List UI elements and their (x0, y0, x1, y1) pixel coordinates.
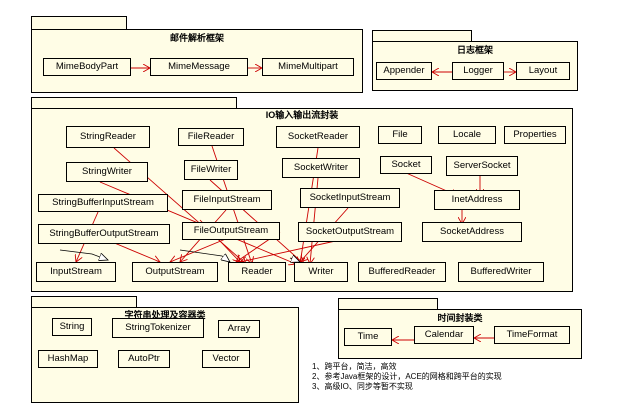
class-file-reader[interactable]: FileReader (178, 128, 244, 146)
class-time-format[interactable]: TimeFormat (494, 326, 570, 344)
class-string[interactable]: String (52, 318, 92, 336)
class-string-tokenizer[interactable]: StringTokenizer (112, 318, 204, 338)
class-appender[interactable]: Appender (376, 62, 432, 80)
class-layout[interactable]: Layout (516, 62, 570, 80)
class-file[interactable]: File (378, 126, 422, 144)
class-vector[interactable]: Vector (202, 350, 250, 368)
class-writer[interactable]: Writer (294, 262, 348, 282)
class-calendar[interactable]: Calendar (414, 326, 474, 344)
class-socket-reader[interactable]: SocketReader (276, 126, 360, 148)
package-title-mail: 邮件解析框架 (169, 33, 224, 43)
class-array[interactable]: Array (218, 320, 260, 338)
class-mime-body-part[interactable]: MimeBodyPart (43, 58, 131, 76)
package-title-string: 字符串处理及容器类 (124, 310, 206, 320)
class-socket-writer[interactable]: SocketWriter (282, 158, 360, 178)
package-title-log: 日志框架 (456, 45, 493, 55)
class-auto-ptr[interactable]: AutoPtr (118, 350, 170, 368)
class-properties[interactable]: Properties (504, 126, 566, 144)
class-string-buffer-output-stream[interactable]: StringBufferOutputStream (38, 224, 170, 244)
class-file-writer[interactable]: FileWriter (184, 160, 238, 180)
note-line: 3、高级IO、同步等暂不实现 (312, 382, 413, 391)
class-string-writer[interactable]: StringWriter (66, 162, 148, 182)
class-server-socket[interactable]: ServerSocket (446, 156, 518, 176)
class-mime-message[interactable]: MimeMessage (150, 58, 248, 76)
class-string-reader[interactable]: StringReader (66, 126, 150, 148)
class-hash-map[interactable]: HashMap (38, 350, 98, 368)
design-notes: 1、跨平台，简洁，高效 2、参考Java框架的设计，ACE的网格和跨平台的实现 … (312, 362, 632, 392)
class-output-stream[interactable]: OutputStream (132, 262, 218, 282)
class-socket[interactable]: Socket (380, 156, 432, 174)
class-socket-output-stream[interactable]: SocketOutputStream (298, 222, 402, 242)
class-inet-address[interactable]: InetAddress (434, 190, 520, 210)
class-file-input-stream[interactable]: FileInputStream (182, 190, 272, 210)
class-mime-multipart[interactable]: MimeMultipart (262, 58, 354, 76)
class-reader[interactable]: Reader (228, 262, 286, 282)
package-title-io: IO输入输出流封装 (265, 110, 339, 120)
class-file-output-stream[interactable]: FileOutputStream (182, 222, 280, 240)
class-locale[interactable]: Locale (438, 126, 496, 144)
class-socket-address[interactable]: SocketAddress (422, 222, 522, 242)
class-buffered-writer[interactable]: BufferedWriter (458, 262, 544, 282)
note-line: 2、参考Java框架的设计，ACE的网格和跨平台的实现 (312, 372, 502, 381)
class-socket-input-stream[interactable]: SocketInputStream (300, 188, 400, 208)
class-buffered-reader[interactable]: BufferedReader (358, 262, 446, 282)
package-title-time: 时间封装类 (437, 313, 483, 323)
note-line: 1、跨平台，简洁，高效 (312, 362, 397, 371)
package-tab-mail (31, 16, 127, 30)
class-input-stream[interactable]: InputStream (36, 262, 116, 282)
class-string-buffer-input-stream[interactable]: StringBufferInputStream (38, 194, 168, 212)
class-time[interactable]: Time (344, 328, 392, 346)
class-logger[interactable]: Logger (452, 62, 504, 80)
